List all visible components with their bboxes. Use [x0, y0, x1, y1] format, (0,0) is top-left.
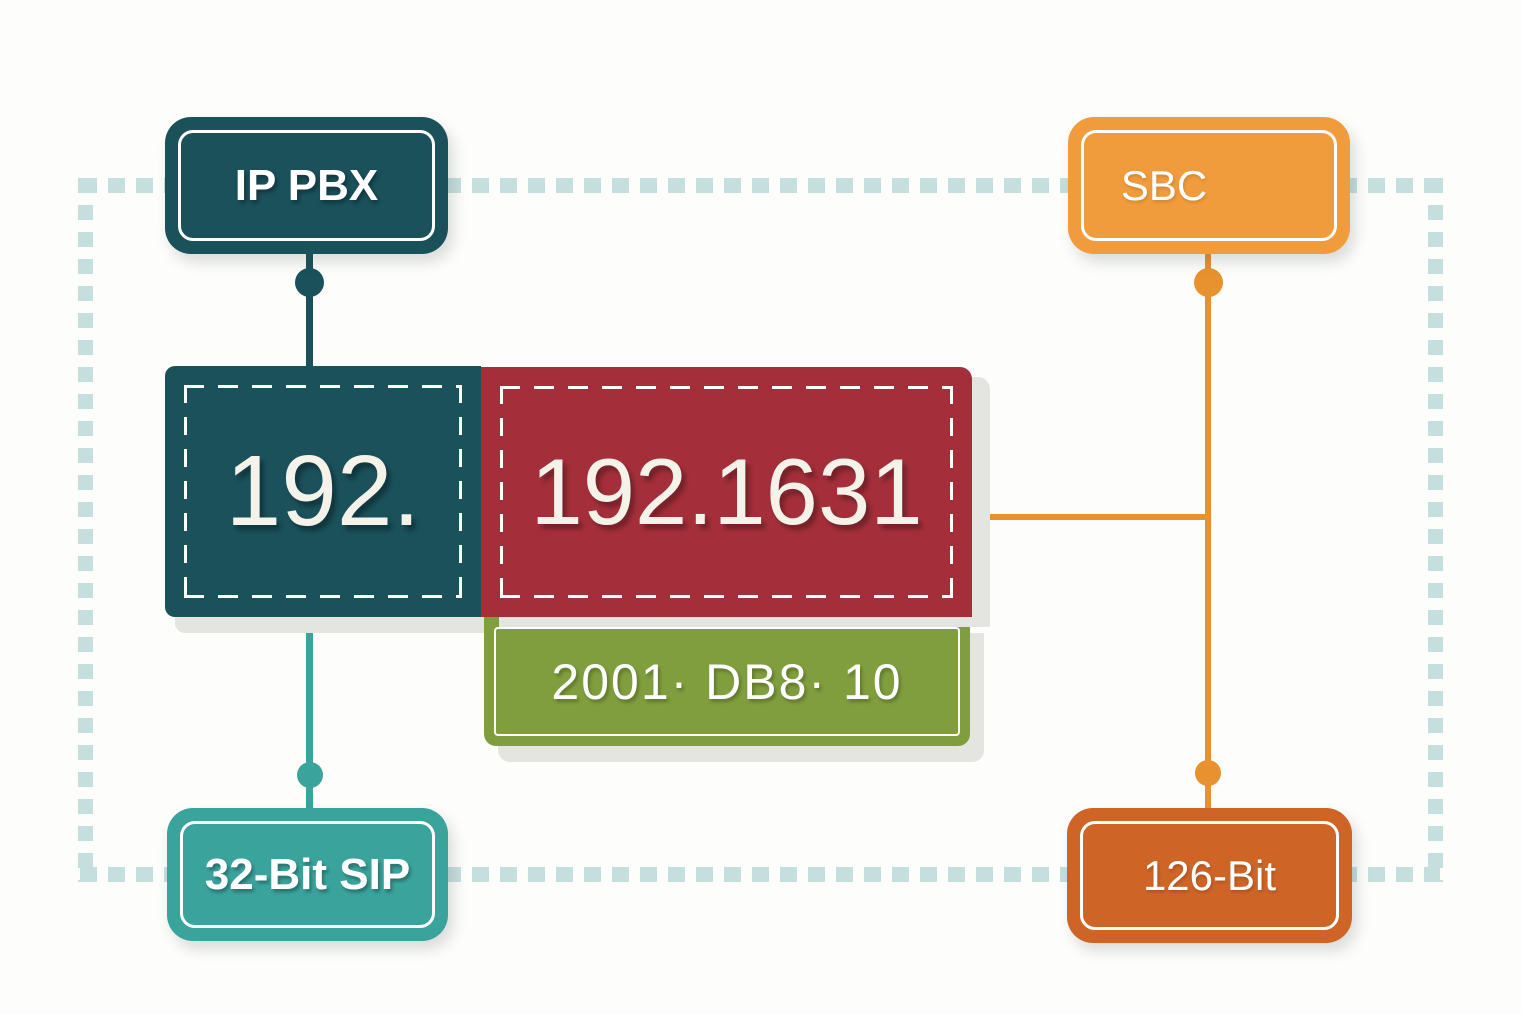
32bit-sip-label: 32-Bit SIP [204, 849, 411, 899]
connector-dot-sbc [1194, 268, 1223, 297]
126bit-label: 126-Bit [1142, 851, 1277, 899]
connector-dot-126bit [1195, 760, 1221, 786]
node-ipv6-address: 2001· DB8· 10 [484, 617, 970, 746]
node-sbc: SBC [1068, 117, 1350, 254]
node-32bit-sip: 32-Bit SIP [167, 808, 448, 941]
connector-dot-ippbx [295, 268, 324, 297]
node-ipv4-octet: 192. [165, 366, 481, 617]
node-ipv4-address: 192.1631 [481, 367, 972, 617]
ip-pbx-label: IP PBX [234, 160, 379, 210]
node-ip-pbx: IP PBX [165, 117, 448, 254]
connector-sbc-to-126bit [1205, 253, 1211, 810]
connector-ipv4-to-sbc-line [972, 514, 1208, 520]
dashed-frame-left [78, 178, 93, 882]
ipv6-address-label: 2001· DB8· 10 [551, 653, 903, 710]
connector-dot-32bit [297, 762, 323, 788]
ipv4-address-label: 192.1631 [530, 439, 923, 544]
connector-octet-to-32bit [306, 615, 313, 810]
node-126bit: 126-Bit [1067, 808, 1352, 943]
inner-border [1081, 130, 1337, 241]
ipv4-octet-label: 192. [225, 435, 421, 547]
sbc-label: SBC [1120, 161, 1208, 209]
dashed-frame-right [1428, 178, 1443, 882]
connector-ippbx-to-octet [306, 253, 313, 369]
